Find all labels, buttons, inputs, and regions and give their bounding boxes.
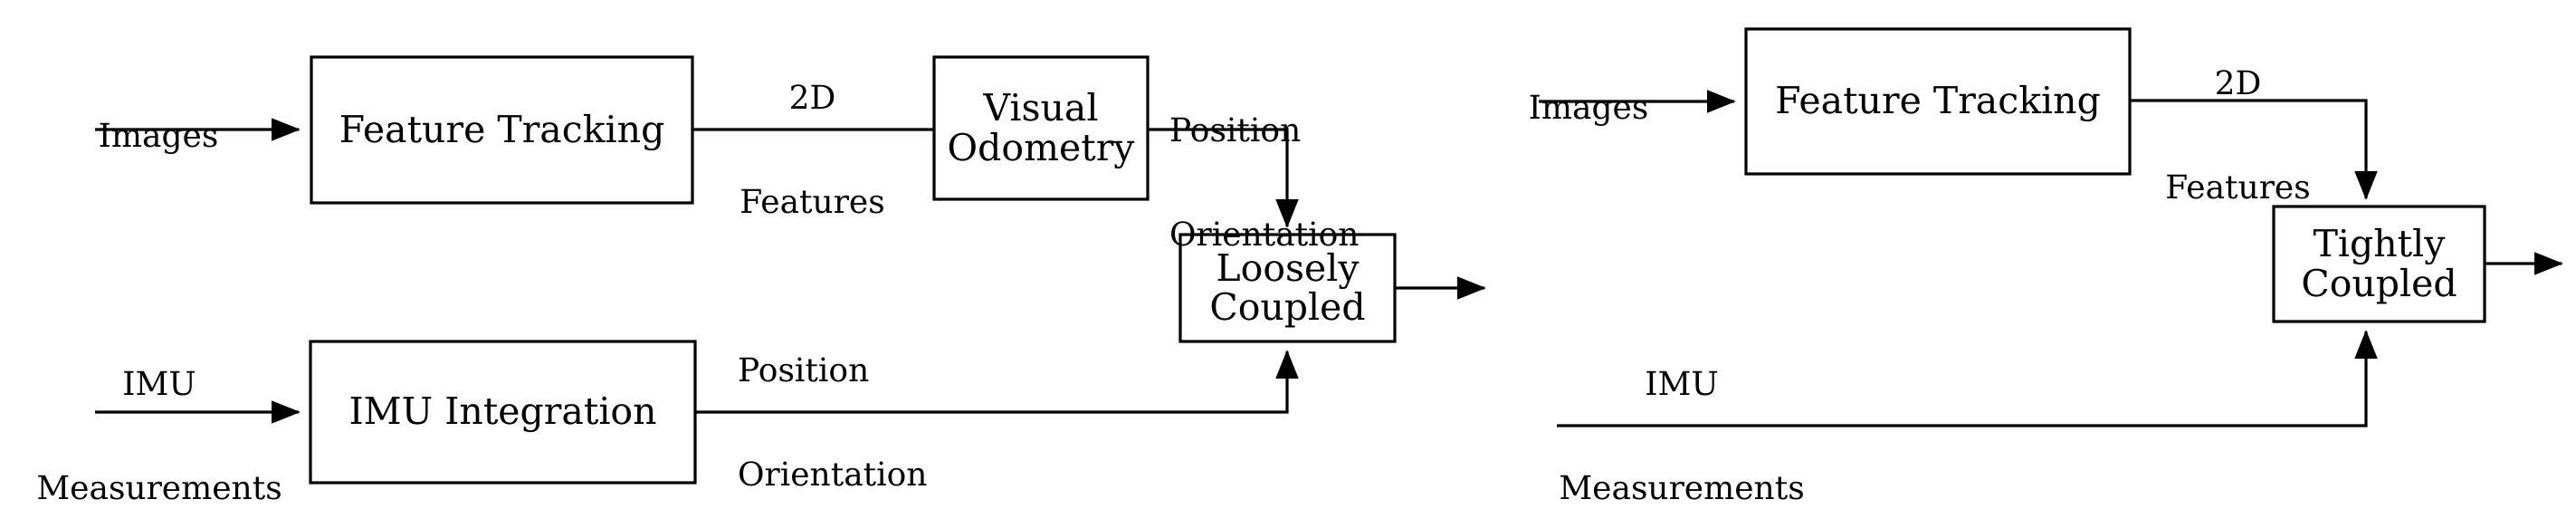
edge-line: Orientation: [1169, 216, 1360, 254]
edge-label-imu-measurements-left: IMU Measurements: [16, 299, 302, 509]
edge-line: Position: [738, 352, 870, 390]
edge-line: Orientation: [738, 456, 928, 494]
box-tightly-coupled: [2272, 205, 2486, 323]
node-line: Coupled: [2301, 261, 2457, 305]
node-line: Tightly: [2313, 222, 2446, 266]
node-line: Odometry: [947, 125, 1135, 169]
edge-line: 2D: [2214, 65, 2262, 103]
box-imu-integration: [309, 340, 697, 485]
edge-line: Position: [1169, 112, 1302, 150]
node-line: IMU Integration: [348, 389, 657, 434]
node-line: Feature Tracking: [339, 107, 665, 151]
node-label-imu-integration: IMU Integration: [310, 341, 695, 483]
edge-line: IMU: [122, 366, 196, 404]
edge-label-position-orientation-velocity: Position Orientation Velocity: [738, 285, 1036, 509]
node-label-visual-odometry: Visual Odometry: [934, 57, 1148, 199]
node-label-tightly-coupled: Tightly Coupled: [2274, 206, 2485, 322]
node-label-feature-tracking-right: Feature Tracking: [1746, 29, 2130, 174]
node-line: Feature Tracking: [1775, 79, 2101, 123]
edge-label-imu-measurements-right: IMU Measurements: [1539, 299, 1825, 509]
node-label-feature-tracking-left: Feature Tracking: [311, 57, 692, 203]
edge-imu-integration-to-loosely-coupled: [695, 350, 1299, 414]
edge-label-position-orientation: Position Orientation: [1169, 45, 1468, 322]
edge-label-images-left: Images: [72, 51, 244, 224]
node-label-loosely-coupled: Loosely Coupled: [1180, 235, 1395, 341]
node-line: Coupled: [1209, 285, 1366, 329]
edge-label-2d-features-left: 2D Features: [715, 13, 910, 289]
edge-label-2d-features-right: 2D Features: [2141, 0, 2335, 274]
edge-line: Features: [739, 183, 885, 221]
edge-line: Measurements: [1559, 469, 1805, 507]
edge-line: 2D: [788, 80, 836, 118]
edge-line: Images: [1528, 90, 1649, 128]
edge-visual-odometry-to-loosely-coupled: [1148, 128, 1299, 228]
edge-line: IMU: [1645, 366, 1719, 404]
edge-line: Images: [98, 118, 219, 156]
box-loosely-coupled: [1178, 233, 1397, 343]
edge-line: Measurements: [36, 469, 282, 507]
edge-feature-tracking-to-tightly-coupled: [2130, 99, 2378, 200]
box-visual-odometry: [932, 55, 1150, 201]
node-line: Visual: [983, 86, 1099, 130]
node-line: Loosely: [1216, 245, 1360, 290]
edge-label-images-right: Images: [1503, 23, 1674, 196]
box-feature-tracking-right: [1744, 27, 2132, 176]
edge-imu-measurements-to-tightly-coupled: [1557, 330, 2378, 427]
edge-line: Features: [2165, 168, 2311, 206]
